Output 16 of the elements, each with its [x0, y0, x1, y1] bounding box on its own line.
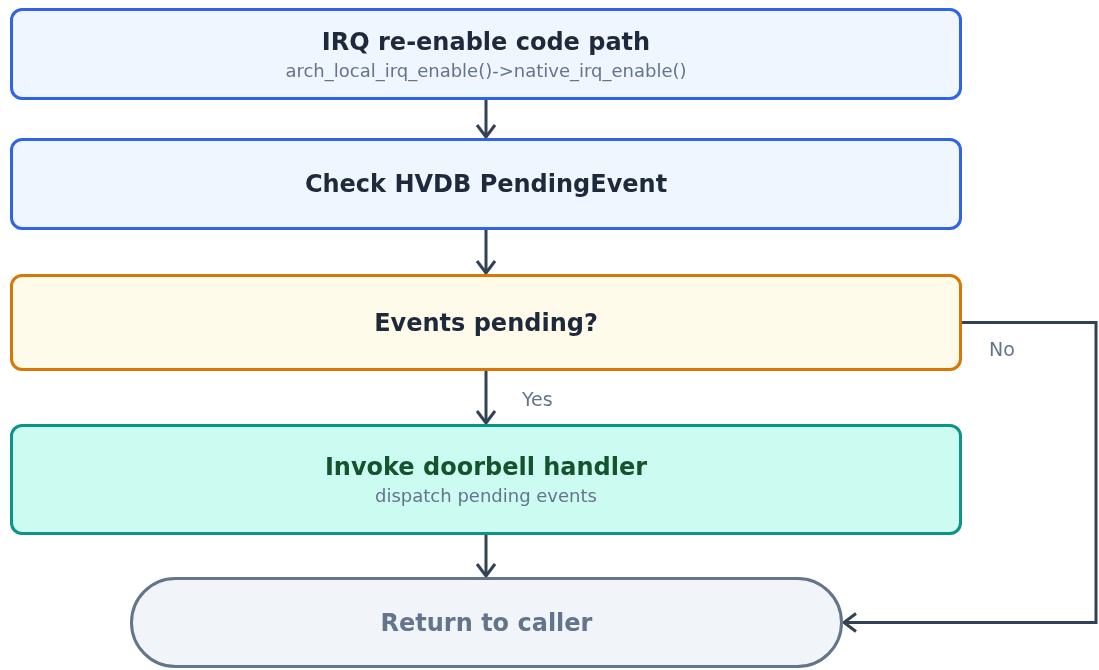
process-box	[10, 138, 962, 230]
node-title: Check HVDB PendingEvent	[304, 170, 668, 198]
arrow	[475, 535, 497, 578]
arrow	[475, 371, 497, 425]
node-title: Invoke doorbell handler	[324, 453, 648, 481]
handler-box	[10, 424, 962, 535]
arrow	[475, 230, 497, 275]
process-box	[10, 8, 962, 100]
node-subtitle: dispatch pending events	[375, 485, 597, 506]
node-title: IRQ re-enable code path	[321, 27, 651, 56]
node-title: Events pending?	[374, 308, 598, 337]
decision-box	[10, 274, 962, 371]
node-subtitle: arch_local_irq_enable()->native_irq_enable()	[285, 59, 687, 81]
arrow	[842, 321, 1098, 633]
arrow	[475, 100, 497, 139]
node-title: Return to caller	[380, 608, 593, 637]
